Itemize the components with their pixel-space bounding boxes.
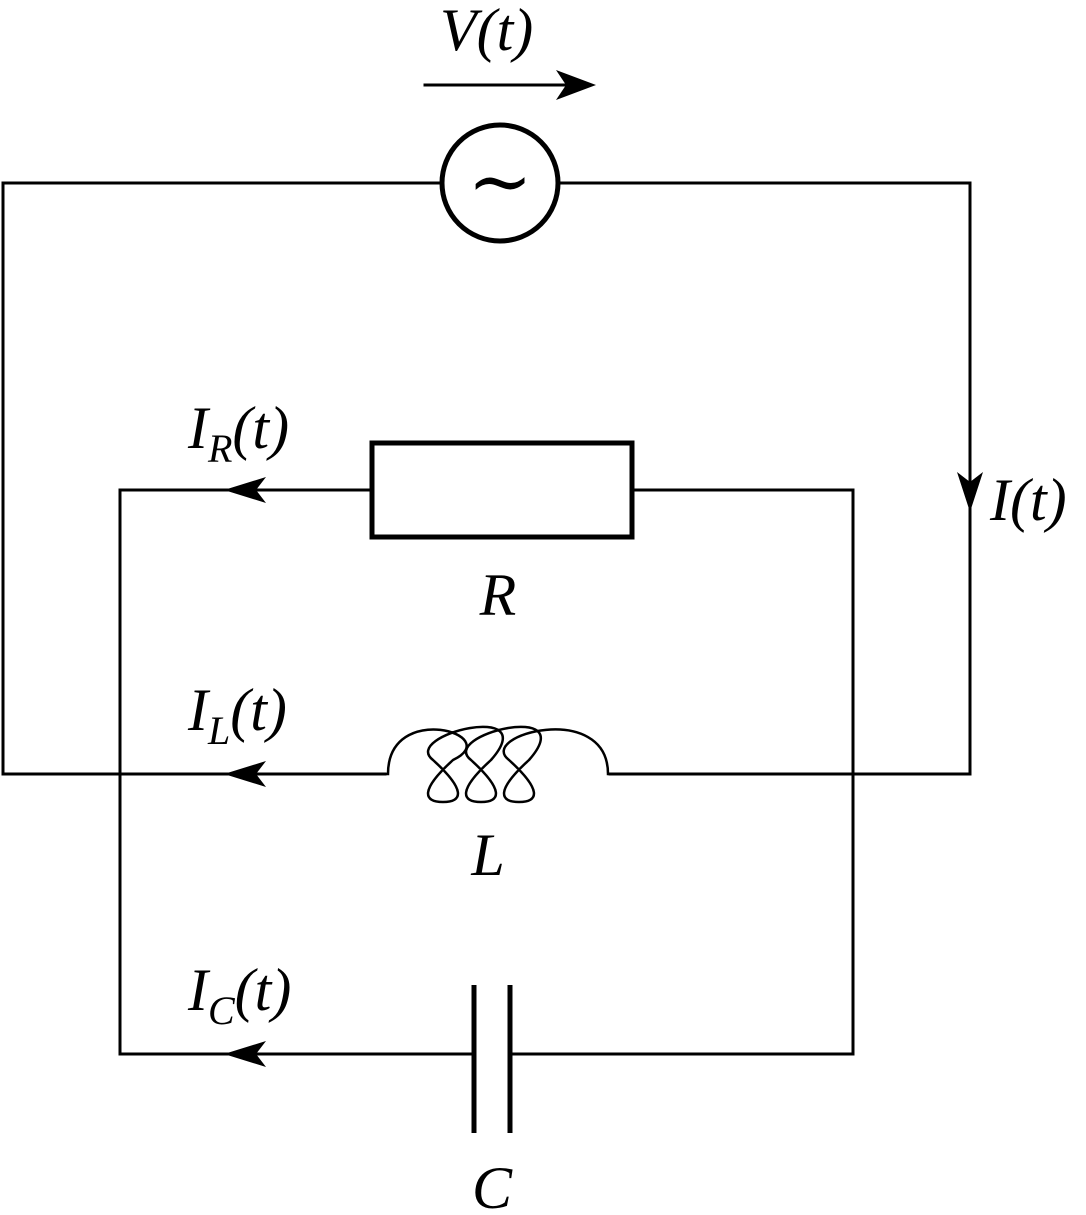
inductor-current-arrow-icon xyxy=(224,761,266,787)
capacitor-icon xyxy=(471,985,513,1133)
resistor-label: R xyxy=(479,562,517,628)
voltage-label: V(t) xyxy=(440,0,533,63)
capacitor-current-arrow-icon xyxy=(224,1041,266,1067)
inductor-current-label: IL(t) xyxy=(187,677,287,753)
resistor-icon xyxy=(369,440,635,540)
total-current-arrow-icon xyxy=(957,472,983,512)
resistor-current-arrow-icon xyxy=(224,477,266,503)
total-current-label: I(t) xyxy=(989,467,1067,533)
ac-source-symbol: ~ xyxy=(467,137,532,227)
ac-source-icon: ~ xyxy=(439,122,561,244)
inductor-label: L xyxy=(470,822,504,888)
capacitor-current-label: IC(t) xyxy=(187,957,291,1033)
inductor-icon xyxy=(385,725,610,804)
source-wire-left xyxy=(1,181,442,776)
resistor-current-label: IR(t) xyxy=(187,395,289,471)
capacitor-label: C xyxy=(472,1155,513,1215)
source-wire-right xyxy=(558,181,972,776)
voltage-arrow-head xyxy=(556,70,596,100)
